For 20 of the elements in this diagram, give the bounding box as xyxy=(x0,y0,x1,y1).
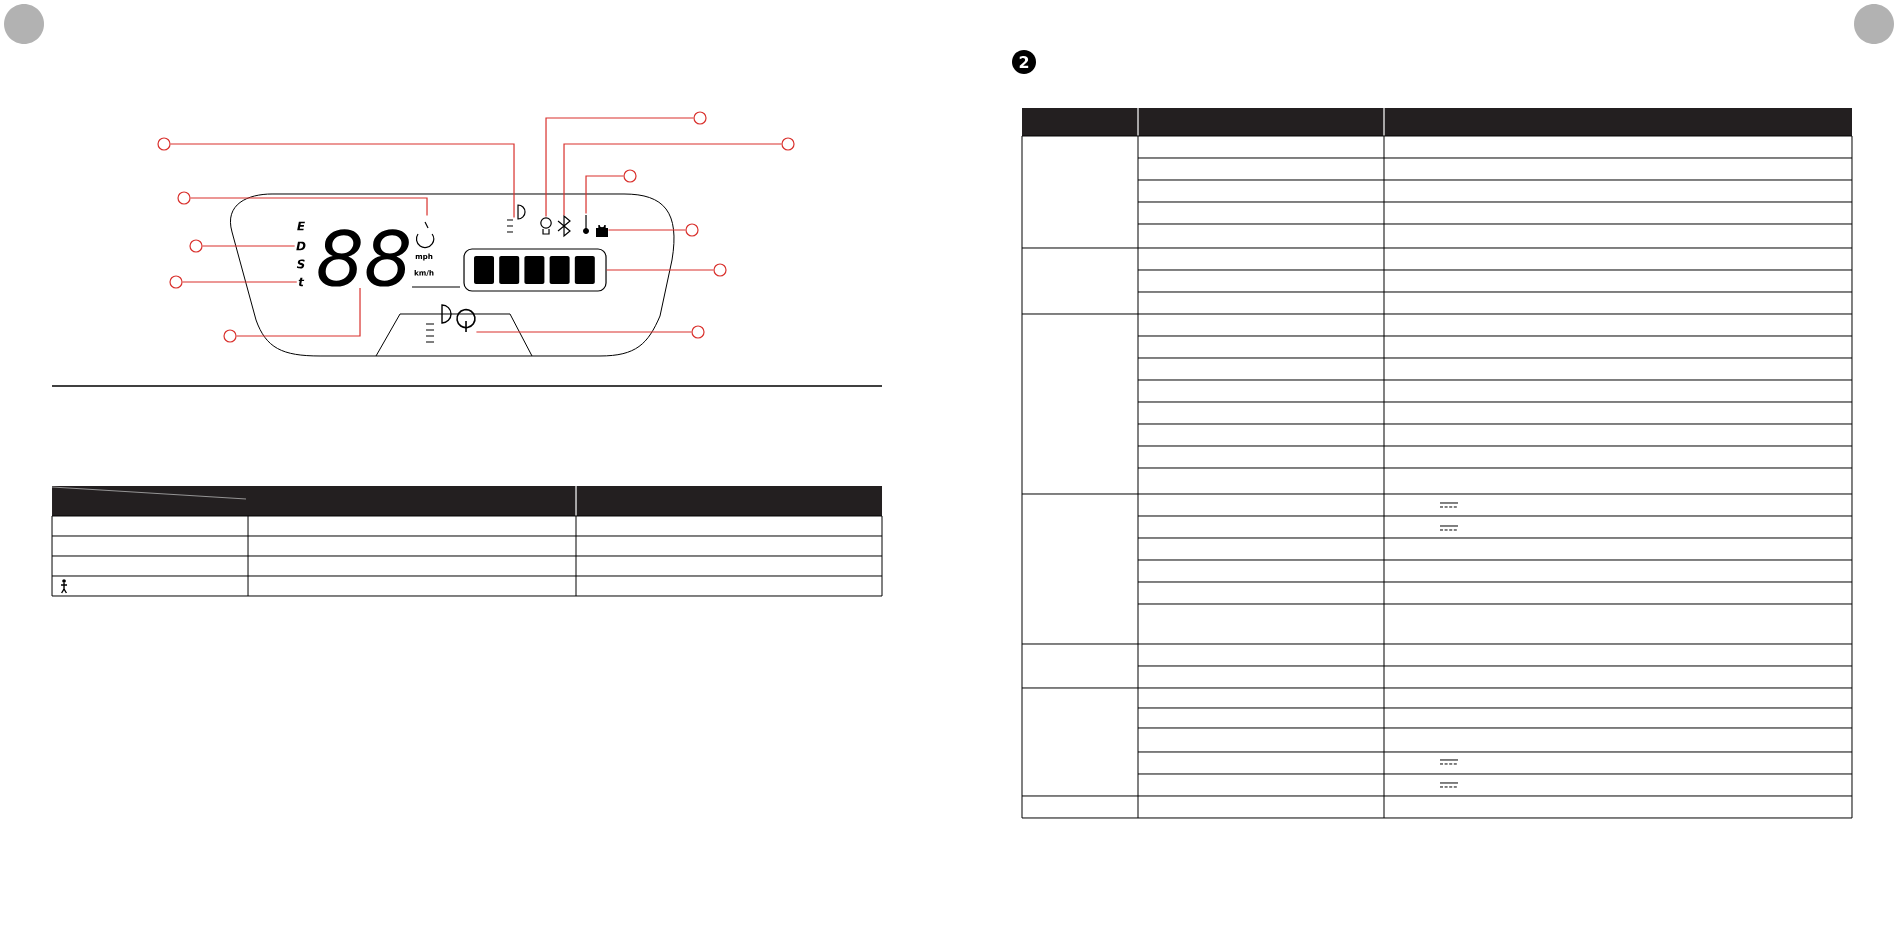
lock-icon xyxy=(596,224,608,237)
leader-line xyxy=(170,143,515,219)
power-icon xyxy=(456,308,476,333)
leader-line xyxy=(190,197,428,217)
leader-line xyxy=(475,331,692,333)
thermometer-icon xyxy=(583,214,589,234)
bluetooth-icon xyxy=(557,214,571,238)
leader-line xyxy=(236,287,361,337)
battery-bar xyxy=(463,248,607,292)
leader-line xyxy=(585,175,624,215)
leader-line xyxy=(607,229,686,231)
leader-line xyxy=(202,245,296,247)
bulb-icon xyxy=(540,217,552,235)
segment-digits: 88 xyxy=(318,229,409,287)
headlight-icon xyxy=(506,204,526,233)
leader-line xyxy=(563,143,782,217)
leader-line xyxy=(182,281,298,283)
leader-line xyxy=(545,117,694,218)
speed-limit-icon xyxy=(415,221,435,249)
leader-line xyxy=(606,269,714,271)
